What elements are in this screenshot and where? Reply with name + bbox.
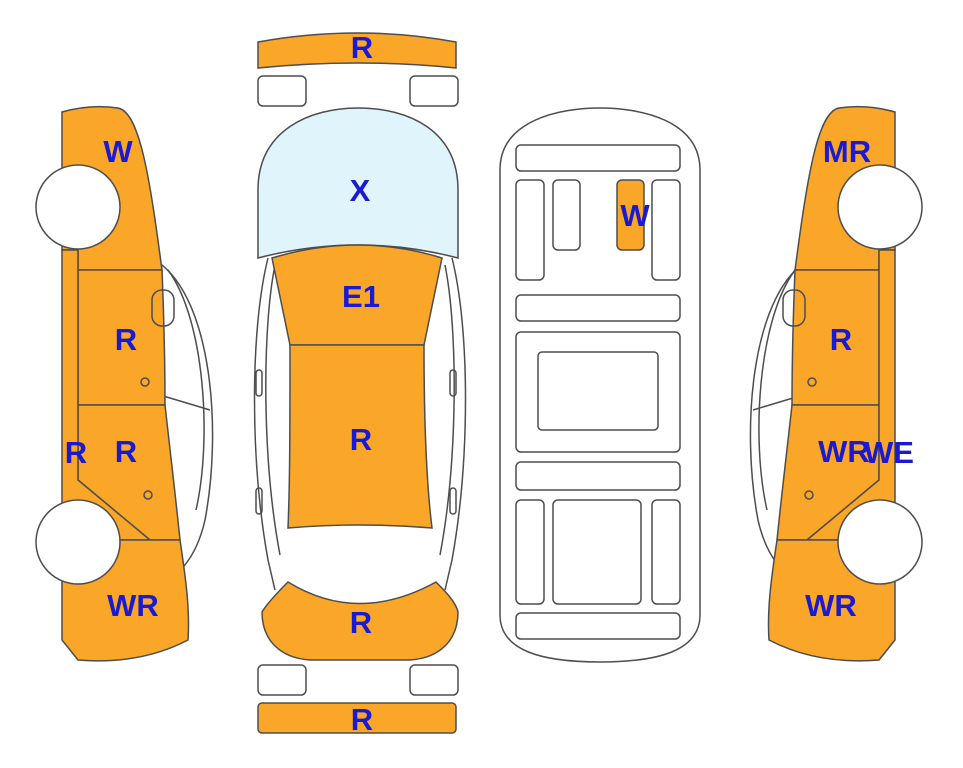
- left-rear-quarter-code: WR: [107, 588, 159, 623]
- right-rear-wheel-icon: [837, 499, 923, 585]
- rear-bumper[interactable]: [257, 702, 457, 734]
- dashboard: [515, 144, 681, 172]
- floor-mat: [537, 351, 659, 431]
- trunk-lid[interactable]: [261, 581, 459, 661]
- right-front-fender-code: MR: [823, 134, 871, 169]
- right-rear-door-handle-icon: [804, 490, 814, 500]
- center-console[interactable]: [616, 179, 645, 251]
- left-taillight-icon: [257, 664, 307, 696]
- interior-view: W: [499, 107, 701, 663]
- rear-left-seat: [515, 499, 545, 605]
- trunk-lid-code: R: [350, 605, 372, 640]
- left-front-door-handle-icon: [140, 377, 150, 387]
- right-side-view: MR R WR WE WR: [749, 105, 923, 662]
- left-rear-wheel-icon: [35, 499, 121, 585]
- left-front-fender-code: W: [103, 134, 133, 169]
- roof-code: R: [350, 422, 372, 457]
- right-front-door-code: R: [830, 322, 852, 357]
- left-rear-door-code: R: [115, 434, 137, 469]
- right-mirror-icon: [782, 289, 806, 327]
- hood[interactable]: [271, 244, 443, 346]
- left-front-wheel-icon: [35, 164, 121, 250]
- left-rear-door-handle-icon: [143, 490, 153, 500]
- right-front-wheel-icon: [837, 164, 923, 250]
- left-front-door-code: R: [115, 322, 137, 357]
- left-headlight-icon: [257, 75, 307, 107]
- right-front-seat: [651, 179, 681, 281]
- top-view: R X E1 R R R: [253, 30, 467, 737]
- left-console-panel: [552, 179, 581, 251]
- interior-outline: [499, 107, 701, 663]
- right-front-door-handle-icon: [807, 377, 817, 387]
- hood-code: E1: [342, 279, 380, 314]
- left-side-view: W R R R WR: [35, 105, 214, 662]
- windshield-code: X: [350, 173, 371, 208]
- rear-shelf: [515, 612, 681, 640]
- right-rear-door-code: WR: [818, 434, 870, 469]
- rear-bumper-code: R: [351, 702, 373, 737]
- front-seatback: [515, 294, 681, 322]
- left-mirror-icon: [151, 289, 175, 327]
- left-rocker-code: R: [65, 435, 87, 470]
- left-front-seat: [515, 179, 545, 281]
- rear-right-seat: [651, 499, 681, 605]
- front-bumper[interactable]: [257, 32, 457, 69]
- roof[interactable]: [287, 344, 433, 529]
- rear-seatback: [515, 461, 681, 491]
- rear-middle-seat: [552, 499, 642, 605]
- front-bumper-code: R: [351, 30, 373, 65]
- right-rocker-code: WE: [864, 435, 914, 470]
- right-taillight-icon: [409, 664, 459, 696]
- right-headlight-icon: [409, 75, 459, 107]
- center-console-code: W: [620, 198, 650, 233]
- right-rear-quarter-code: WR: [805, 588, 857, 623]
